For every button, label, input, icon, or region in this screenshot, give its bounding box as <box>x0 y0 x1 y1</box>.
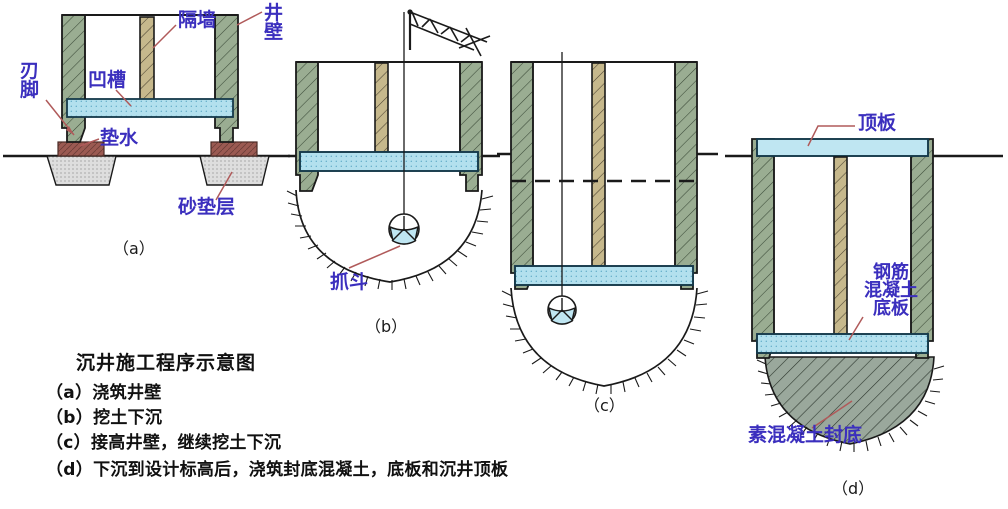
label-groove: 凹槽 <box>88 69 127 91</box>
caption-line-d: （d）下沉到设计标高后，浇筑封底混凝土，底板和沉井顶板 <box>46 460 509 480</box>
leader-grab-bucket <box>348 245 401 269</box>
crane-pulley <box>407 9 413 15</box>
well-wall-left-c <box>510 61 534 290</box>
water-cushion-right <box>210 141 258 157</box>
label-rc-bottom-slab: 钢筋 混凝土 底板 <box>864 262 918 319</box>
grab-bucket-b <box>388 213 420 245</box>
partition-wall-b <box>374 62 389 153</box>
label-sand-cushion: 砂垫层 <box>178 196 236 218</box>
excavation-pit-b <box>295 189 483 283</box>
panel-tag-b: （b） <box>365 317 408 336</box>
water-cushion-left <box>57 141 105 157</box>
partition-wall-d <box>833 156 848 335</box>
groove-slab-c <box>514 265 694 286</box>
partition-wall-c <box>591 62 606 267</box>
plain-concrete-seal-d <box>764 356 935 445</box>
leader-top-slab <box>807 125 855 147</box>
partition-wall-a <box>139 16 155 113</box>
label-cutting-edge: 刃 脚 <box>20 60 40 101</box>
crane-boom <box>409 11 491 57</box>
figure-title: 沉井施工程序示意图 <box>76 352 257 374</box>
leader-partition <box>152 24 177 49</box>
leader-groove <box>115 89 132 107</box>
top-slab-d <box>756 138 929 157</box>
panel-c-graphics <box>497 52 718 395</box>
panel-d-graphics <box>725 125 1003 452</box>
label-top-slab: 顶板 <box>858 112 897 134</box>
well-wall-right-d <box>910 138 934 359</box>
leader-plain-seal <box>811 400 853 429</box>
panel-b-graphics <box>286 9 500 290</box>
groove-slab-b <box>299 151 479 172</box>
label-grab-bucket: 抓斗 <box>330 271 369 293</box>
label-well-wall: 井 壁 <box>264 2 284 43</box>
well-wall-right-a <box>214 14 239 143</box>
panel-tag-d: （d） <box>832 479 875 498</box>
well-wall-left-d <box>751 138 775 359</box>
earth-hatch-c <box>501 290 709 395</box>
leader-rc-bottom-slab <box>848 316 864 341</box>
panel-tag-c: （c） <box>584 396 625 415</box>
sand-cushion-left <box>46 155 117 186</box>
label-partition-wall: 隔墙 <box>178 9 217 31</box>
leader-well-wall <box>236 11 263 26</box>
groove-slab-a <box>66 98 234 118</box>
panel-a-graphics <box>3 11 290 201</box>
caption-line-b: （b）挖土下沉 <box>46 408 163 428</box>
earth-hatch-d <box>756 359 945 452</box>
excavation-pit-c <box>510 287 698 387</box>
leader-sand-cushion <box>215 171 233 201</box>
earth-hatch-b <box>286 190 494 290</box>
leader-water-cushion <box>79 138 100 147</box>
caption-line-a: （a）浇筑井壁 <box>46 383 162 403</box>
well-wall-left-a <box>61 14 86 143</box>
label-plain-concrete-seal: 素混凝土封底 <box>748 424 863 446</box>
caption-line-c: （c）接高井壁，继续挖土下沉 <box>46 433 282 453</box>
well-wall-right-c <box>674 61 698 290</box>
sand-cushion-right <box>199 155 270 186</box>
rc-bottom-slab-d <box>756 333 929 354</box>
grab-bucket-c <box>547 295 577 325</box>
label-water-cushion: 垫水 <box>100 127 139 149</box>
panel-tag-a: （a） <box>113 239 155 258</box>
